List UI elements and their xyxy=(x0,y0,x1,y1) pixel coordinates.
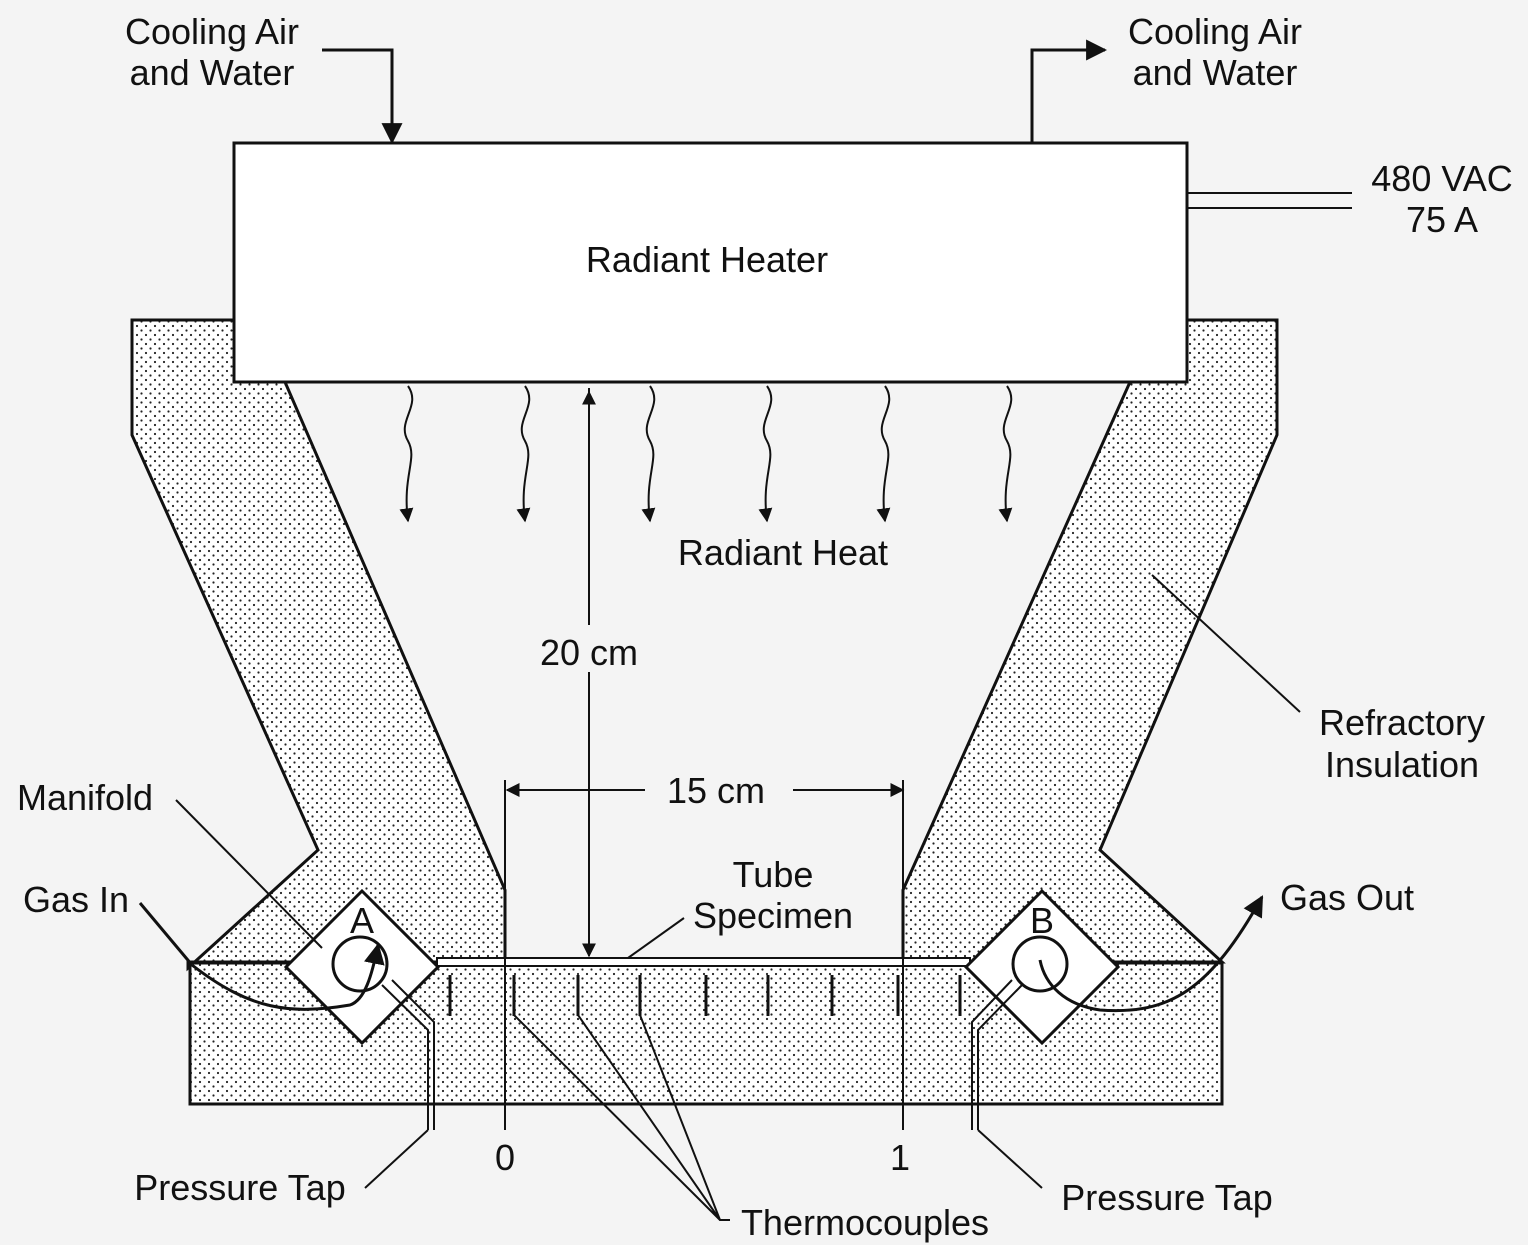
radiant-heat-label: Radiant Heat xyxy=(678,532,888,573)
refractory-label-1: Refractory xyxy=(1319,702,1485,743)
power-leads xyxy=(1187,192,1352,209)
manifold-leader xyxy=(175,799,323,949)
refractory-leader xyxy=(1151,574,1301,713)
manifold-b xyxy=(963,888,1264,1130)
pressure-tap-right-leader xyxy=(977,1129,1043,1189)
power-current-label: 75 A xyxy=(1406,199,1478,240)
gas-out-label: Gas Out xyxy=(1280,877,1414,918)
radiant-heater xyxy=(232,141,1189,384)
thermocouple-probes xyxy=(448,975,962,1016)
gas-in-label: Gas In xyxy=(23,879,129,920)
pressure-tap-right-label: Pressure Tap xyxy=(1061,1177,1272,1218)
cooling-outlet-arrow xyxy=(1030,39,1108,142)
cooling-inlet-label-2: and Water xyxy=(130,52,295,93)
position-mark-1: 1 xyxy=(890,1137,910,1178)
thermocouples-label: Thermocouples xyxy=(741,1202,989,1243)
pressure-tap-left-label: Pressure Tap xyxy=(134,1167,345,1208)
radiant-heat-arrows xyxy=(399,385,1013,523)
pressure-tap-left-leader xyxy=(364,1129,429,1189)
cooling-inlet-arrow xyxy=(322,48,403,145)
thermocouples-leader xyxy=(513,1014,730,1221)
cooling-outlet-label-2: and Water xyxy=(1133,52,1298,93)
radiant-heater-label: Radiant Heater xyxy=(586,239,828,280)
refractory-label-2: Insulation xyxy=(1325,744,1479,785)
refractory-insulation-right xyxy=(901,318,1279,964)
tube-specimen xyxy=(436,957,971,967)
height-dimension-label: 20 cm xyxy=(540,632,638,673)
width-dimension-label: 15 cm xyxy=(667,770,765,811)
cooling-outlet-label-1: Cooling Air xyxy=(1128,11,1302,52)
tube-specimen-label-1: Tube xyxy=(733,854,814,895)
manifold-b-label: B xyxy=(1030,900,1054,941)
manifold-label: Manifold xyxy=(17,777,153,818)
gas-in-line xyxy=(138,902,194,966)
manifold-a-label: A xyxy=(350,900,374,941)
cooling-inlet-label-1: Cooling Air xyxy=(125,11,299,52)
refractory-insulation-left xyxy=(130,318,507,972)
manifold-a xyxy=(191,888,441,1130)
position-mark-0: 0 xyxy=(495,1137,515,1178)
tube-specimen-leader xyxy=(627,917,685,959)
power-voltage-label: 480 VAC xyxy=(1371,158,1512,199)
tube-specimen-label-2: Specimen xyxy=(693,895,853,936)
